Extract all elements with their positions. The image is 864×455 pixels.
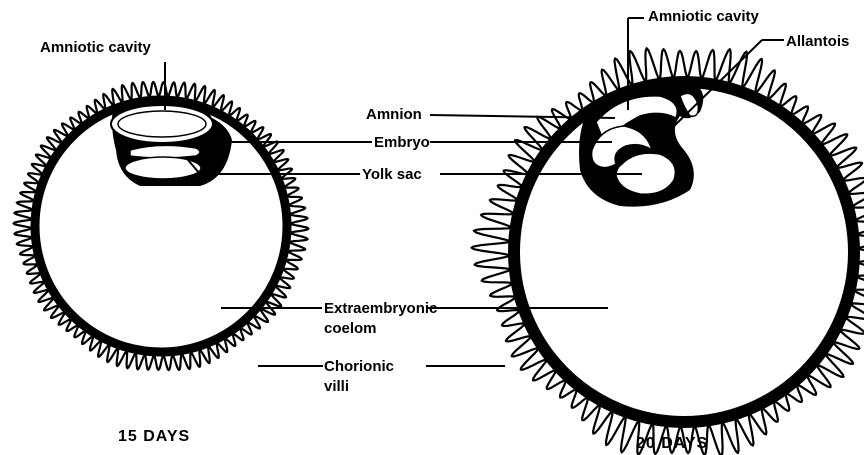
label-extraembryonic: Extraembryonic	[324, 300, 437, 317]
chorionic-sac-20-days	[472, 48, 864, 455]
caption-20-days: 20 DAYS	[636, 435, 708, 452]
label-amnion: Amnion	[366, 106, 422, 123]
label-villi: villi	[324, 378, 349, 395]
caption-15-days: 15 DAYS	[118, 428, 190, 445]
embryo-disc-left	[130, 145, 200, 158]
label-embryo: Embryo	[374, 134, 430, 151]
label-allantois: Allantois	[786, 33, 849, 50]
label-coelom: coelom	[324, 320, 377, 337]
label-amniotic-cavity-right: Amniotic cavity	[648, 8, 760, 25]
label-yolk-sac: Yolk sac	[362, 166, 422, 183]
label-chorionic: Chorionic	[324, 358, 394, 375]
label-amniotic-cavity-left: Amniotic cavity	[40, 39, 152, 56]
chorionic-sac-15-days	[14, 82, 309, 370]
yolk-sac-left	[125, 157, 201, 179]
